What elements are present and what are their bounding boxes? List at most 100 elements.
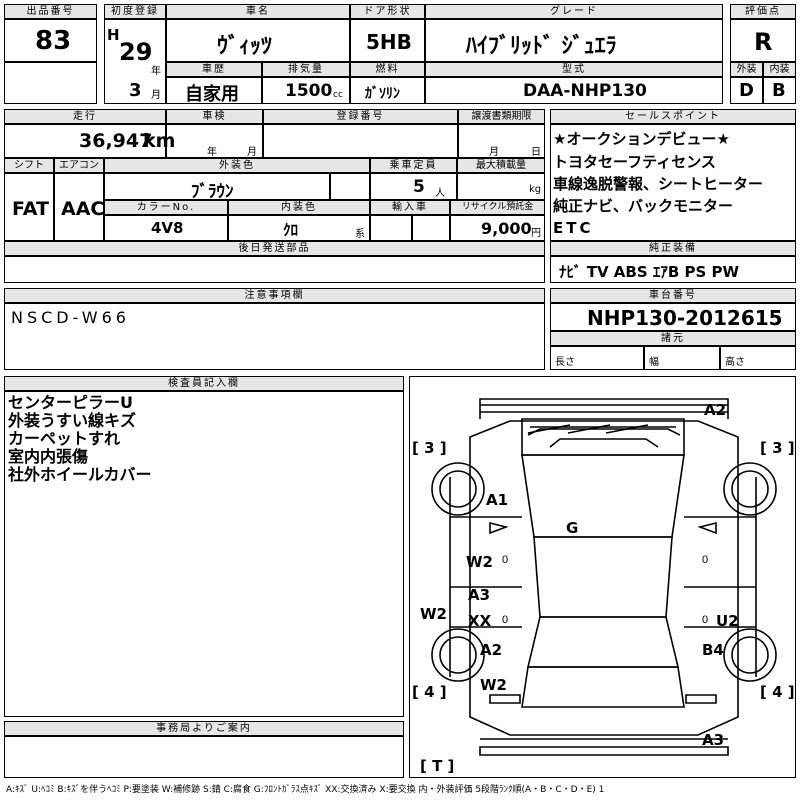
first-reg-cell: H 29 年 3 月 <box>104 19 166 104</box>
spec-width-cell: 幅 <box>644 346 720 370</box>
inspector-line: カーペットすれ <box>8 429 121 448</box>
inspection-year-unit: 年 <box>207 147 217 158</box>
ext-color-extra <box>330 173 370 200</box>
recycle-header: リサイクル預託金 <box>450 200 545 215</box>
inspector-line: 室内内張傷 <box>8 447 89 466</box>
lot-no-blank <box>4 62 97 104</box>
era-letter: H <box>107 26 120 44</box>
shift-header: シフト <box>4 158 54 173</box>
lot-no-header: 出品番号 <box>4 4 97 19</box>
damage-a3-mid: A3 <box>468 586 491 604</box>
damage-a1: A1 <box>486 491 509 509</box>
mileage-header: 走行 <box>4 109 166 124</box>
inspector-line: センターピラーU <box>8 393 133 412</box>
damage-a3-rear: A3 <box>702 731 725 749</box>
reg-no-header: 登録番号 <box>263 109 458 124</box>
office-cell <box>4 736 404 778</box>
car-diagram: 0 0 0 0 [ 3 ] [ 3 ] [ 4 ] [ 4 ] [ T ] A2… <box>409 376 796 778</box>
chassis-cell: NHP130-2012615 <box>550 303 796 331</box>
spec-height-label: 高さ <box>725 357 745 368</box>
genuine-cell: ﾅﾋﾞ TV ABS ｴｱB PS PW <box>550 256 796 283</box>
transfer-day-unit: 日 <box>531 147 541 158</box>
inspection-header: 車検 <box>166 109 263 124</box>
spec-length-cell: 長さ <box>550 346 644 370</box>
office-header: 事務局よりご案内 <box>4 721 404 736</box>
history: 自家用 <box>185 84 239 105</box>
legend: A:ｷｽﾞ U:ﾍｺﾐ B:ｷｽﾞを伴うﾍｺﾐ P:要塗装 W:補修跡 S:錆 … <box>6 785 605 795</box>
score: R <box>754 28 773 56</box>
later-parts-cell <box>4 256 545 283</box>
damage-a2-rear: A2 <box>480 641 503 659</box>
recycle-unit: 円 <box>531 228 541 239</box>
color-no-header: カラーNo. <box>104 200 228 215</box>
model: DAA-NHP130 <box>523 81 647 101</box>
exterior-header: 外装 <box>730 62 763 77</box>
lot-no: 83 <box>35 26 72 56</box>
sales-points-header: セールスポイント <box>550 109 796 124</box>
spec-header: 諸元 <box>550 331 796 346</box>
capacity: 5 <box>413 177 425 197</box>
load-unit: kg <box>529 184 542 195</box>
ac: AAC <box>61 198 105 220</box>
transfer-header: 譲渡書類期限 <box>458 109 545 124</box>
exterior-cell: D <box>730 77 763 104</box>
notes-text: NSCD-W66 <box>11 308 130 327</box>
door-handle-mark: 0 <box>502 614 508 626</box>
ext-color-header: 外装色 <box>104 158 370 173</box>
car-diagram-svg: 0 0 0 0 <box>431 398 777 756</box>
fuel-cell: ｶﾞｿﾘﾝ <box>350 77 425 104</box>
spec-length-label: 長さ <box>555 357 575 368</box>
displacement: 1500 <box>285 81 333 101</box>
month-unit: 月 <box>151 90 161 101</box>
int-color-header: 内装色 <box>228 200 370 215</box>
corner-mark-tr: [ 3 ] <box>760 439 795 457</box>
model-header: 型式 <box>425 62 723 77</box>
door-header: ドア形状 <box>350 4 425 19</box>
score-header: 評価点 <box>730 4 796 19</box>
year-unit: 年 <box>151 66 161 77</box>
displacement-cell: 1500 cc <box>262 77 350 104</box>
ac-header: エアコン <box>54 158 104 173</box>
rear-mark: [ T ] <box>420 757 455 775</box>
car-name-cell: ｳﾞｨｯﾂ <box>166 19 350 62</box>
import-cell-b <box>412 215 450 241</box>
transfer-month-unit: 月 <box>489 147 499 158</box>
genuine-header: 純正装備 <box>550 241 796 256</box>
damage-g: G <box>566 519 579 537</box>
capacity-header: 乗車定員 <box>370 158 457 173</box>
inspector-line: 社外ホイールカバー <box>8 465 152 484</box>
sales-point-line: 純正ナビ、バックモニター <box>553 197 734 215</box>
spec-height-cell: 高さ <box>720 346 796 370</box>
int-color-cell: ｸﾛ 系 <box>228 215 370 241</box>
model-cell: DAA-NHP130 <box>425 77 723 104</box>
inspector-line: 外装うすい線キズ <box>8 411 137 430</box>
inspection-month-unit: 月 <box>247 147 257 158</box>
notes-header: 注意事項欄 <box>4 288 545 303</box>
mileage-unit: km <box>143 130 176 152</box>
history-header: 車歴 <box>166 62 262 77</box>
score-cell: R <box>730 19 796 62</box>
damage-w2-left: W2 <box>466 553 493 571</box>
displacement-header: 排気量 <box>262 62 350 77</box>
grade-cell: ﾊｲﾌﾞﾘｯﾄﾞ ｼﾞｭｴﾗ <box>425 19 723 62</box>
damage-b4: B4 <box>702 641 724 659</box>
spec-width-label: 幅 <box>649 357 659 368</box>
recycle: 9,000 <box>481 219 532 238</box>
ext-color-cell: ﾌﾞﾗｳﾝ <box>104 173 330 202</box>
import-header: 輸入車 <box>370 200 450 215</box>
first-reg-year: 29 <box>119 38 153 66</box>
int-color-unit: 系 <box>355 229 365 240</box>
first-reg-month: 3 <box>129 80 142 101</box>
load-header: 最大積載量 <box>457 158 545 173</box>
grade-header: グレード <box>425 4 723 19</box>
displacement-unit: cc <box>333 90 343 100</box>
door-type: 5HB <box>366 30 412 54</box>
inspector-header: 検査員記入欄 <box>4 376 404 391</box>
interior-header: 内装 <box>763 62 796 77</box>
door-handle-mark: 0 <box>702 614 708 626</box>
damage-w2-side: W2 <box>420 605 447 623</box>
color-no: 4V8 <box>151 219 184 237</box>
fuel-header: 燃料 <box>350 62 425 77</box>
door-handle-mark: 0 <box>502 554 508 566</box>
grade: ﾊｲﾌﾞﾘｯﾄﾞ ｼﾞｭｴﾗ <box>466 34 617 59</box>
